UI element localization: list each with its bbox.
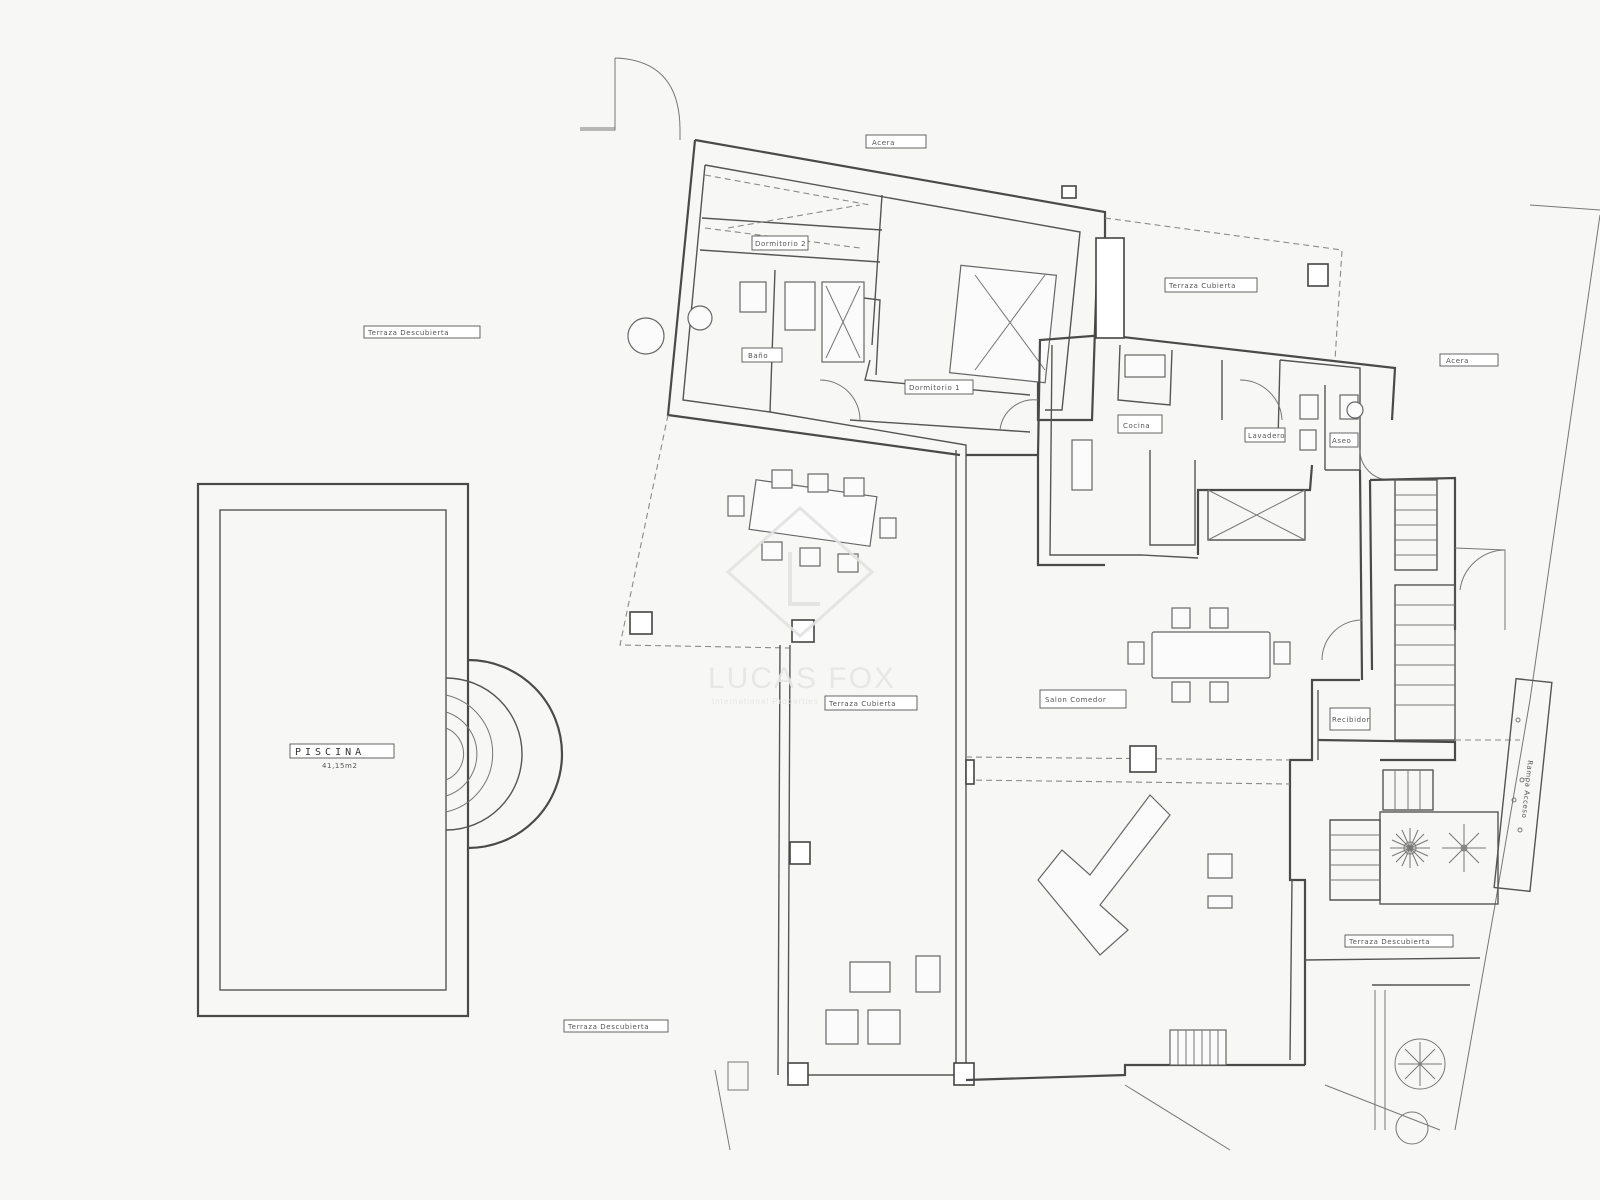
bedroom-1-label: Dormitorio 1 (909, 384, 960, 392)
watermark-tagline: International Properties (712, 697, 819, 706)
kitchen-label: Cocina (1123, 422, 1150, 430)
stairs-note-label: Rampa Acceso (1520, 760, 1534, 819)
bedroom-labels: Acera Dormitorio 2 Baño Dormitorio 1 Ter… (363, 134, 974, 395)
site-boundary (580, 57, 1600, 1151)
living-label: Salon Comedor (1045, 696, 1106, 704)
stairs-east: Rampa Acceso (1317, 479, 1553, 905)
bedroom-block (627, 138, 1107, 457)
bedroom-2-label: Dormitorio 2 (755, 240, 806, 248)
terrace-uncovered-se-label: Terraza Descubierta (1348, 938, 1430, 946)
hall-label: Recibidor (1332, 716, 1370, 724)
bath-1-label: Baño (748, 352, 768, 360)
pool-area-label: 41,15m2 (322, 762, 358, 770)
north-strip-label: Acera (872, 139, 895, 147)
pool-label: PISCINA (295, 747, 365, 758)
terrace-se: Terraza Descubierta (1304, 934, 1481, 986)
terrace-covered-center-label: Terraza Cubierta (828, 700, 896, 708)
covered-terrace-center: Terraza Cubierta Terraza Descubierta (563, 644, 975, 1091)
bath-2-label: Aseo (1332, 437, 1351, 445)
plant-icon (1390, 824, 1486, 1145)
main-house: Cocina Lavadero Aseo (965, 333, 1506, 1082)
watermark-logo: LUCAS FOX International Properties (708, 505, 896, 706)
east-strip-label: Acera (1446, 357, 1469, 365)
watermark-brand: LUCAS FOX (708, 662, 896, 695)
terrace-covered-ne-label: Terraza Cubierta (1168, 282, 1236, 290)
covered-terrace-ne: Terraza Cubierta Acera (1095, 217, 1499, 367)
pool: PISCINA 41,15m2 (196, 482, 564, 1018)
covered-terrace-nw (619, 411, 967, 1080)
terrace-uncovered-sw-label: Terraza Descubierta (567, 1023, 649, 1031)
laundry-label: Lavadero (1248, 432, 1285, 440)
terrace-uncovered-nw-label: Terraza Descubierta (367, 329, 449, 337)
